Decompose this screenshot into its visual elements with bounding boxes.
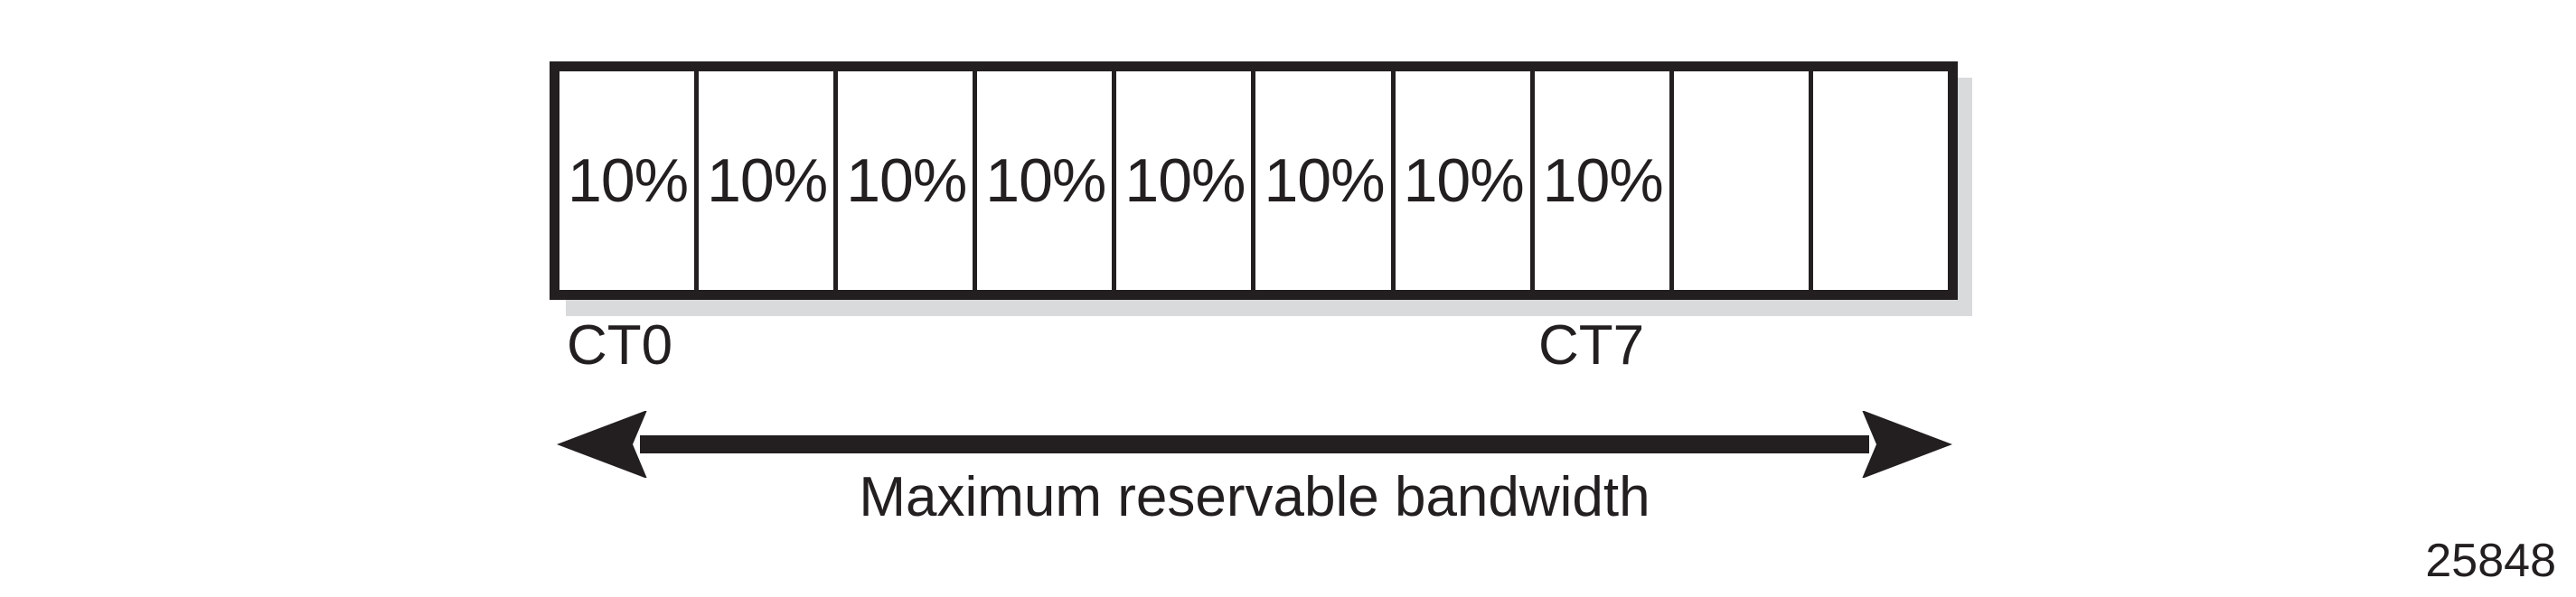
class-type-cell-value: 10% bbox=[1403, 146, 1525, 215]
figure-number: 25848 bbox=[2425, 535, 2556, 587]
class-type-cell-value: 10% bbox=[985, 146, 1106, 215]
class-type-cell-value: 10% bbox=[1264, 146, 1385, 215]
class-type-cell-value: 10% bbox=[1124, 146, 1246, 215]
class-type-cell: 10% bbox=[1255, 71, 1396, 290]
class-type-cell-value: 10% bbox=[568, 146, 689, 215]
class-type-cell-value: 10% bbox=[846, 146, 967, 215]
class-type-first-label: CT0 bbox=[567, 314, 673, 377]
class-type-cell-empty bbox=[1673, 71, 1813, 290]
class-type-last-label: CT7 bbox=[1538, 314, 1645, 377]
class-type-cell: 10% bbox=[1395, 71, 1535, 290]
class-type-cell: 10% bbox=[838, 71, 978, 290]
span-caption: Maximum reservable bandwidth bbox=[859, 466, 1650, 528]
class-type-cell-value: 10% bbox=[707, 146, 828, 215]
class-type-bandwidth-table: 10% 10% 10% 10% 10% 10% 10% 10% bbox=[550, 61, 1958, 300]
class-type-cell-value: 10% bbox=[1542, 146, 1664, 215]
class-type-cell: 10% bbox=[559, 71, 700, 290]
double-headed-arrow-icon bbox=[557, 411, 1952, 478]
class-type-cell: 10% bbox=[977, 71, 1117, 290]
class-type-cell: 10% bbox=[1534, 71, 1674, 290]
class-type-cell: 10% bbox=[699, 71, 839, 290]
class-type-cell: 10% bbox=[1116, 71, 1256, 290]
class-type-cell-empty bbox=[1812, 71, 1948, 290]
